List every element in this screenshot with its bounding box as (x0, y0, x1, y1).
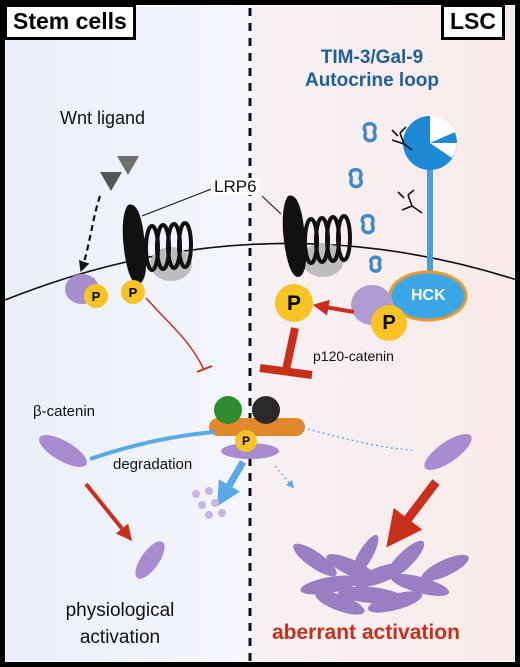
phospho-label-3: P (286, 292, 301, 315)
phospho-badge-1 (84, 284, 108, 308)
phospho-badge-4 (371, 305, 407, 341)
destruction-complex (209, 396, 305, 459)
wnt-ligand-2 (117, 156, 139, 175)
tim3-gal9-label: TIM-3/Gal-9 Autocrine loop (282, 46, 462, 92)
phospho-badge-2 (121, 280, 145, 304)
p120-phosphorylation-arrow (312, 299, 355, 316)
tim3-label-line2: Autocrine loop (304, 70, 440, 91)
phospho-label-4: P (382, 312, 396, 334)
phospho-badge-3 (275, 284, 313, 322)
wnt-ligand-1 (100, 172, 122, 191)
accumulated-beta-catenin-left (135, 541, 165, 579)
beta-catenin-to-complex-arrow (89, 430, 216, 461)
phospho-label-5: P (241, 434, 250, 448)
beta-catenin-left (39, 434, 87, 468)
accumulated-beta-catenin-right (293, 534, 469, 615)
lrp6-pointer-left (141, 187, 215, 217)
dotted-line-complex-right (302, 427, 413, 451)
physio-label-line2: activation (79, 627, 161, 648)
aberrant-activation-arrow (386, 479, 440, 548)
inhibition-line-left (145, 297, 205, 371)
galectin-9-molecules (348, 122, 382, 273)
phospho-label-2: P (128, 285, 138, 300)
lrp6-pointer-right (261, 195, 282, 215)
degradation-label: degradation (113, 456, 193, 473)
wnt-ligand-label: Wnt ligand (60, 108, 146, 128)
aberrant-activation-label: aberrant activation (272, 621, 460, 644)
lrp6-label: LRP6 (211, 178, 260, 195)
inhibition-bar-left (196, 365, 213, 373)
stem-cells-title: Stem cells (4, 4, 136, 40)
inhibition-bar-right (259, 364, 313, 379)
tim3-label-line1: TIM-3/Gal-9 (320, 47, 424, 68)
phospho-badge-5 (235, 430, 257, 452)
phospho-label-1: P (91, 289, 101, 304)
lrp6-receptor-right (282, 195, 352, 277)
physio-label-line1: physiological (65, 600, 175, 621)
degraded-fragments (192, 487, 226, 519)
physiological-activation-arrow (84, 482, 133, 541)
hck-label: HCK (411, 287, 446, 304)
p120-catenin-label: p120-catenin (313, 348, 394, 364)
lsc-title: LSC (441, 4, 505, 40)
dotted-degradation-arrow (274, 465, 295, 489)
physiological-activation-label: physiological activation (55, 597, 185, 651)
degradation-arrow (217, 460, 247, 507)
inhibition-line-right (282, 327, 299, 371)
beta-catenin-label: β-catenin (33, 403, 95, 420)
lrp6-receptor-left (122, 204, 193, 285)
tim3-receptor (391, 115, 457, 288)
left-panel-background (6, 6, 249, 661)
beta-catenin-right (424, 433, 472, 471)
